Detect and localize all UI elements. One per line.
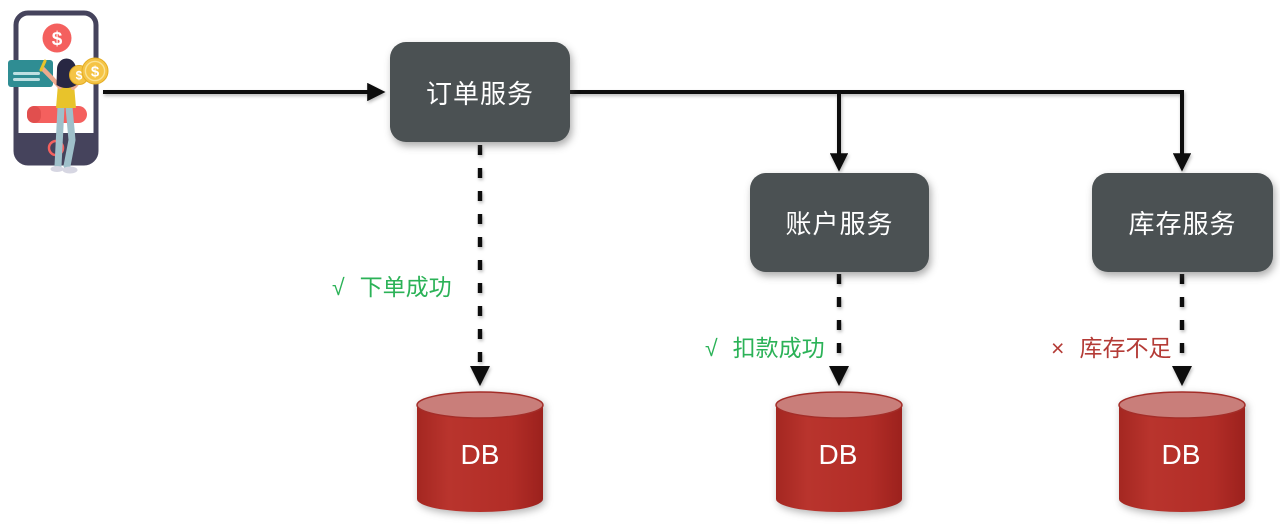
status-order-success: √ 下单成功 xyxy=(332,268,452,302)
status-text: 下单成功 xyxy=(359,274,452,300)
db-cylinder-inventory xyxy=(1118,391,1246,512)
cross-icon: × xyxy=(1051,335,1065,361)
payment-illustration: $ $ $ xyxy=(8,10,109,174)
status-inventory-shortage: × 库存不足 xyxy=(1051,329,1171,363)
status-text: 扣款成功 xyxy=(732,335,825,361)
database-cylinders xyxy=(416,391,1246,512)
node-inventory-service: 库存服务 xyxy=(1092,173,1273,272)
pay-button-bar-cap xyxy=(27,106,41,123)
card-stripe xyxy=(13,78,40,81)
node-account-service: 账户服务 xyxy=(750,173,929,272)
dollar-glyph: $ xyxy=(76,69,83,83)
node-label: 订单服务 xyxy=(425,78,534,109)
db-label-order: DB xyxy=(460,439,500,470)
arrow-order-to-inventory xyxy=(570,90,1192,172)
card-stripe xyxy=(13,72,40,75)
db-label-inventory: DB xyxy=(1161,439,1201,470)
node-label: 账户服务 xyxy=(785,209,894,239)
dollar-glyph: $ xyxy=(52,29,63,50)
dollar-badge-icon xyxy=(42,23,72,53)
node-order-service: 订单服务 xyxy=(390,42,570,142)
coin-icons: $ $ xyxy=(69,57,109,85)
status-deduction-success: √ 扣款成功 xyxy=(705,329,825,363)
connector-lines xyxy=(103,82,1193,387)
db-cylinder-account xyxy=(775,391,903,512)
check-icon: √ xyxy=(705,335,718,361)
dollar-glyph: $ xyxy=(91,64,100,81)
node-label: 库存服务 xyxy=(1128,209,1237,239)
check-icon: √ xyxy=(332,274,345,300)
db-cylinder-order xyxy=(416,391,544,512)
db-label-account: DB xyxy=(818,439,858,470)
status-text: 库存不足 xyxy=(1079,335,1172,361)
